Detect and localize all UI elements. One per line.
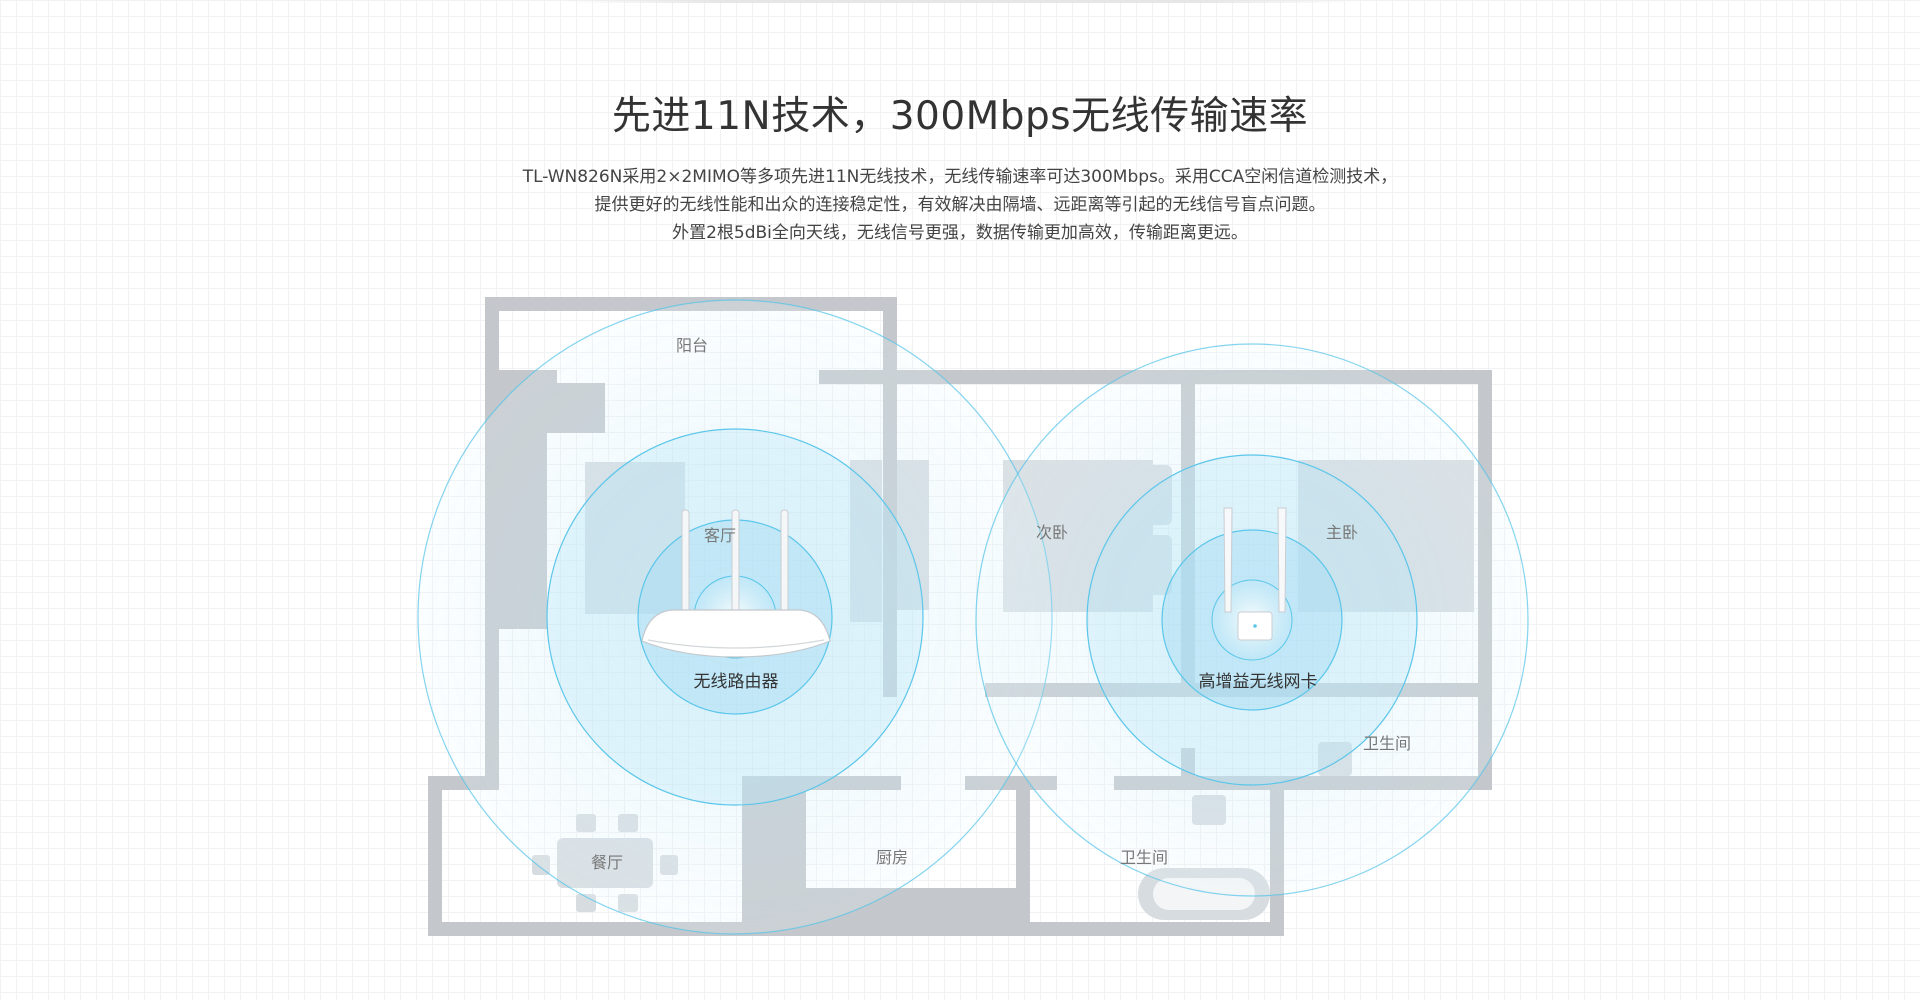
hero-title: 先进11N技术，300Mbps无线传输速率 [611, 94, 1309, 139]
hero-desc-line-2: 提供更好的无线性能和出众的连接稳定性，有效解决由隔墙、远距离等引起的无线信号盲点… [594, 195, 1326, 215]
adapter-antenna-left [1223, 507, 1233, 613]
hero-desc-line-1: TL-WN826N采用2×2MIMO等多项先进11N无线技术，无线传输速率可达3… [522, 167, 1398, 187]
hero-desc-line-3: 外置2根5dBi全向天线，无线信号更强，数据传输更加高效，传输距离更远。 [672, 223, 1248, 243]
wall [1016, 776, 1030, 926]
room-label-master-bedroom: 主卧 [1326, 523, 1358, 542]
device-label-adapter: 高增益无线网卡 [1199, 672, 1318, 692]
router-body [641, 609, 831, 658]
room-label-living-room: 客厅 [704, 526, 736, 545]
room-label-kitchen: 厨房 [876, 848, 908, 867]
room-label-balcony: 阳台 [676, 336, 708, 355]
room-label-second-bedroom: 次卧 [1036, 523, 1068, 542]
wall [428, 922, 1284, 936]
hero-description: TL-WN826N采用2×2MIMO等多项先进11N无线技术，无线传输速率可达3… [0, 163, 1920, 247]
wall [428, 776, 442, 936]
router-icon [641, 509, 831, 658]
device-label-router: 无线路由器 [694, 672, 779, 692]
usb-adapter-icon [1223, 507, 1287, 641]
room-label-bathroom-bottom: 卫生间 [1120, 848, 1168, 867]
top-divider [560, 0, 1360, 3]
room-label-bathroom-right: 卫生间 [1363, 734, 1411, 753]
router-antenna-right [780, 509, 789, 616]
router-antenna-left [681, 509, 690, 616]
adapter-antenna-right [1277, 507, 1287, 613]
room-label-dining-room: 餐厅 [591, 853, 623, 872]
